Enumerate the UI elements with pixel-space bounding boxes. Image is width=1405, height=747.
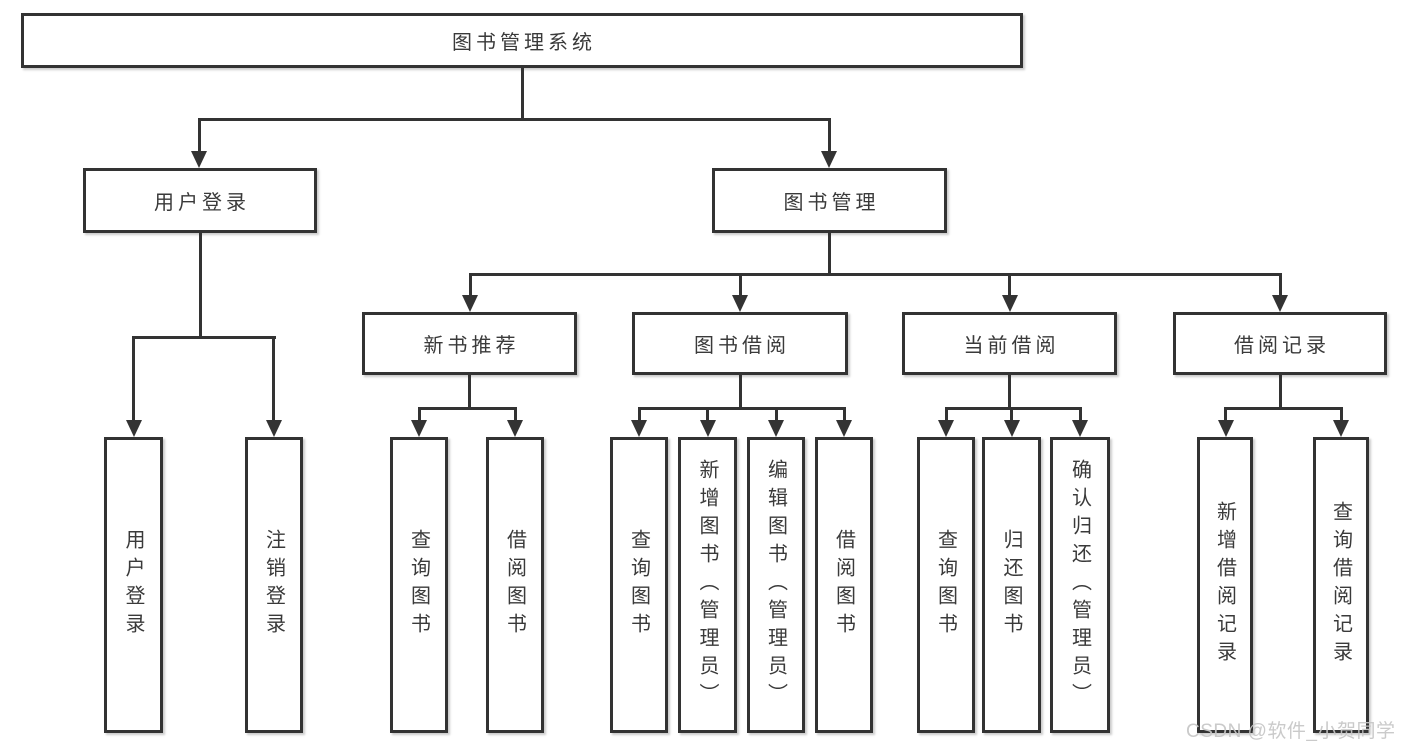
leaf-add-borrow-record: 新增借阅记录 xyxy=(1197,437,1253,733)
node-label: 用户登录 xyxy=(154,192,250,214)
arrow-down-icon xyxy=(265,420,282,437)
connector-line xyxy=(774,407,778,423)
leaf-label: 确认归还（管理员） xyxy=(1068,459,1091,711)
leaf-label: 新增借阅记录 xyxy=(1213,501,1236,669)
arrow-down-icon xyxy=(411,420,427,437)
connector-line xyxy=(738,273,742,298)
connector-line xyxy=(738,375,742,410)
connector-line xyxy=(1078,407,1082,423)
leaf-add-book-admin: 新增图书（管理员） xyxy=(678,437,737,733)
leaf-label: 编辑图书（管理员） xyxy=(764,459,787,711)
connector-line xyxy=(1339,407,1343,423)
leaf-label: 借阅图书 xyxy=(832,529,855,641)
connector-line xyxy=(468,273,472,298)
leaf-query-books-newbook: 查询图书 xyxy=(390,437,448,733)
arrow-down-icon xyxy=(125,420,142,437)
arrow-down-icon xyxy=(1272,295,1288,312)
leaf-borrow-books-borrowing: 借阅图书 xyxy=(815,437,873,733)
leaf-label: 借阅图书 xyxy=(503,529,526,641)
connector-line xyxy=(827,118,831,153)
leaf-label: 查询借阅记录 xyxy=(1329,501,1352,669)
arrow-down-icon xyxy=(1217,420,1234,437)
arrow-down-icon xyxy=(1004,420,1020,437)
connector-line xyxy=(417,407,516,410)
node-borrowing-records: 借阅记录 xyxy=(1173,312,1387,375)
connector-line xyxy=(520,68,524,118)
connector-line xyxy=(637,407,846,410)
connector-line xyxy=(197,118,201,153)
leaf-label: 查询图书 xyxy=(934,529,957,641)
connector-line xyxy=(468,375,471,410)
arrow-down-icon xyxy=(1333,420,1349,437)
connector-line xyxy=(1224,407,1227,423)
connector-line xyxy=(1278,375,1282,410)
node-label: 当前借阅 xyxy=(963,335,1060,357)
connector-line xyxy=(132,336,276,339)
connector-line xyxy=(944,407,948,423)
leaf-logout: 注销登录 xyxy=(245,437,303,733)
connector-line xyxy=(1010,407,1013,423)
arrow-down-icon xyxy=(1002,295,1018,312)
leaf-edit-book-admin: 编辑图书（管理员） xyxy=(747,437,805,733)
connector-line xyxy=(198,233,202,339)
leaf-label: 查询图书 xyxy=(627,529,650,641)
csdn-watermark: CSDN @软件_小贺同学 xyxy=(1186,721,1396,742)
leaf-query-books-current: 查询图书 xyxy=(917,437,975,733)
leaf-query-books-borrowing: 查询图书 xyxy=(610,437,668,733)
arrow-down-icon xyxy=(768,420,784,437)
arrow-down-icon xyxy=(821,151,837,168)
node-label: 图书管理系统 xyxy=(452,32,596,54)
leaf-label: 用户登录 xyxy=(122,529,144,641)
leaf-label: 新增图书（管理员） xyxy=(696,459,718,711)
connector-line xyxy=(828,233,831,276)
arrow-down-icon xyxy=(507,420,523,437)
node-label: 图书借阅 xyxy=(694,335,790,357)
node-label: 借阅记录 xyxy=(1234,335,1330,357)
connector-line xyxy=(197,118,831,121)
connector-line xyxy=(1008,273,1011,298)
connector-line xyxy=(272,336,275,422)
connector-line xyxy=(513,407,517,423)
connector-line xyxy=(417,407,421,423)
connector-line xyxy=(1278,273,1282,298)
arrow-down-icon xyxy=(191,151,207,168)
leaf-user-login: 用户登录 xyxy=(104,437,163,733)
arrow-down-icon xyxy=(732,295,748,312)
arrow-down-icon xyxy=(836,420,852,437)
arrow-down-icon xyxy=(462,295,478,312)
arrow-down-icon xyxy=(1072,420,1088,437)
leaf-borrow-books-newbook: 借阅图书 xyxy=(486,437,544,733)
node-label: 图书管理 xyxy=(783,192,880,214)
arrow-down-icon xyxy=(938,420,954,437)
node-label: 新书推荐 xyxy=(423,335,520,357)
connector-line xyxy=(637,407,641,423)
leaf-label: 注销登录 xyxy=(262,529,285,641)
connector-line xyxy=(132,336,135,422)
connector-line xyxy=(1224,407,1341,410)
connector-line xyxy=(842,407,846,423)
node-library-system: 图书管理系统 xyxy=(21,13,1023,68)
leaf-query-borrow-record: 查询借阅记录 xyxy=(1313,437,1369,733)
connector-line xyxy=(1008,375,1011,410)
connector-line xyxy=(468,273,1282,276)
node-new-book-recommend: 新书推荐 xyxy=(362,312,577,375)
leaf-confirm-return-admin: 确认归还（管理员） xyxy=(1050,437,1110,733)
leaf-label: 查询图书 xyxy=(407,529,430,641)
leaf-return-book: 归还图书 xyxy=(982,437,1041,733)
leaf-label: 归还图书 xyxy=(1000,529,1022,641)
connector-line xyxy=(706,407,709,423)
arrow-down-icon xyxy=(631,420,647,437)
node-book-management: 图书管理 xyxy=(712,168,947,233)
node-user-login: 用户登录 xyxy=(83,168,317,233)
node-book-borrowing: 图书借阅 xyxy=(632,312,848,375)
node-current-borrowing: 当前借阅 xyxy=(902,312,1117,375)
arrow-down-icon xyxy=(700,420,716,437)
